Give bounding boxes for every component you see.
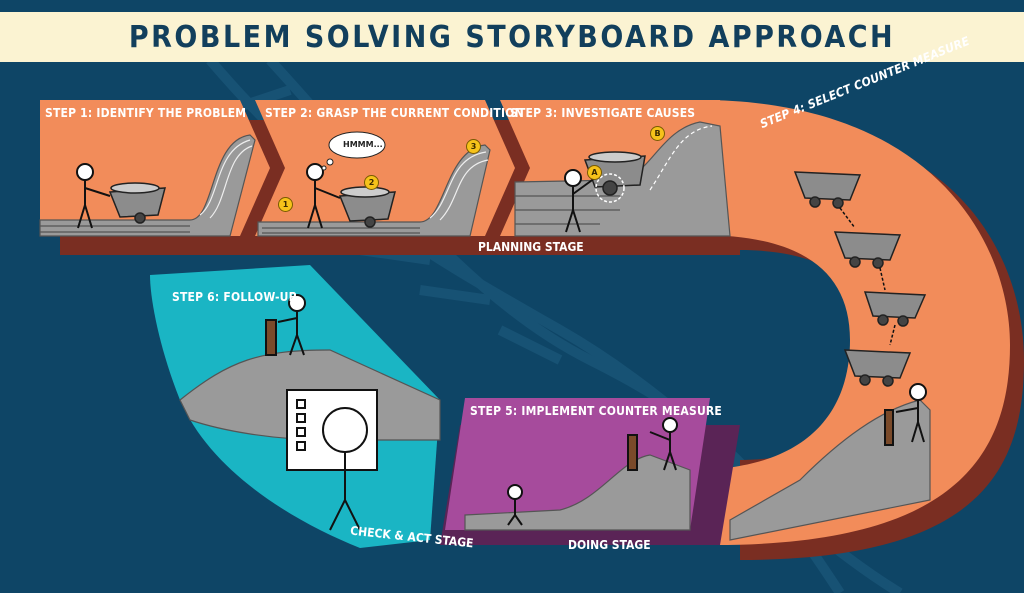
figure-step5b	[627, 417, 678, 471]
figure-step4	[884, 383, 927, 446]
marker-2: 2	[364, 175, 379, 190]
figure-step6	[265, 294, 306, 356]
marker-3: 3	[466, 139, 481, 154]
figure-step1	[76, 163, 111, 229]
step1-label: STEP 1: IDENTIFY THE PROBLEM	[45, 106, 247, 120]
step4-carts	[793, 171, 927, 387]
step2-label: STEP 2: GRASP THE CURRENT CONDITION	[265, 106, 524, 120]
step4-arrows	[839, 207, 896, 346]
step4-track	[729, 399, 931, 541]
step2-track	[257, 144, 491, 237]
figure-step5a	[507, 484, 523, 526]
doing-stage-label: DOING STAGE	[568, 538, 651, 552]
cart-step2	[338, 186, 396, 228]
step1-track	[39, 134, 256, 237]
doing-track	[464, 454, 691, 531]
marker-1: 1	[278, 197, 293, 212]
figure-step2	[306, 163, 341, 229]
thought-bubble-text: HMMM...	[343, 140, 383, 149]
checklist-board	[286, 389, 378, 531]
marker-b: B	[650, 126, 665, 141]
step3-label: STEP 3: INVESTIGATE CAUSES	[510, 106, 696, 120]
page-title: PROBLEM SOLVING STORYBOARD APPROACH	[128, 19, 896, 55]
step5-label: STEP 5: IMPLEMENT COUNTER MEASURE	[470, 404, 722, 418]
planning-stage-label: PLANNING STAGE	[478, 240, 584, 254]
cart-step3	[583, 151, 646, 203]
marker-a: A	[587, 165, 602, 180]
thought-bubble	[321, 131, 386, 171]
cart-step1	[108, 182, 166, 224]
step6-label: STEP 6: FOLLOW-UP	[172, 290, 297, 304]
title-banner: PROBLEM SOLVING STORYBOARD APPROACH	[0, 12, 1024, 62]
figure-step3	[564, 169, 596, 233]
